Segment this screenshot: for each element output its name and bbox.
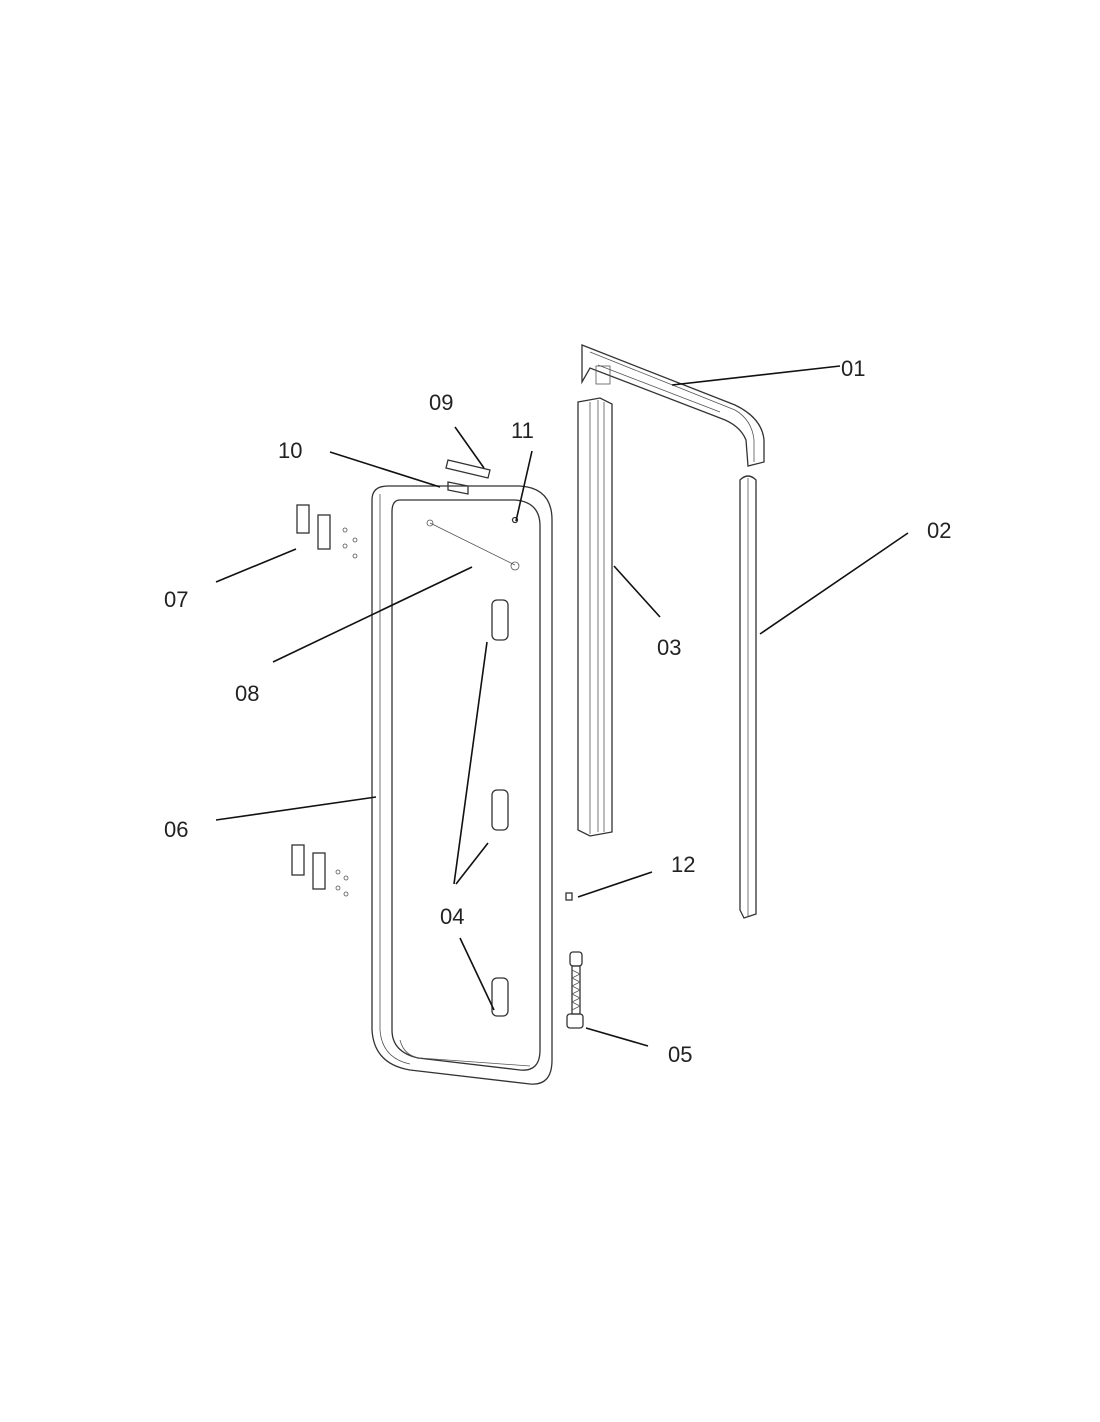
part-01-top-cover bbox=[581, 344, 765, 467]
label-04: 04 bbox=[440, 904, 464, 929]
label-12: 12 bbox=[671, 852, 695, 877]
part-12-plug bbox=[565, 892, 573, 901]
label-10: 10 bbox=[278, 438, 302, 463]
label-07: 07 bbox=[164, 587, 188, 612]
part-lower-hinge bbox=[291, 844, 349, 897]
label-03: 03 bbox=[657, 635, 681, 660]
part-10-clip bbox=[447, 481, 469, 495]
label-06: 06 bbox=[164, 817, 188, 842]
part-02-side-strip bbox=[739, 475, 757, 919]
part-03-side-rail bbox=[577, 397, 613, 837]
part-05-strap bbox=[566, 951, 584, 1029]
label-05: 05 bbox=[668, 1042, 692, 1067]
label-11: 11 bbox=[511, 418, 534, 443]
part-07-hinge bbox=[296, 504, 358, 559]
label-09: 09 bbox=[429, 390, 453, 415]
part-11-screw bbox=[511, 516, 519, 524]
label-08: 08 bbox=[235, 681, 259, 706]
leader-lines bbox=[215, 365, 909, 1047]
label-02: 02 bbox=[927, 518, 951, 543]
part-04-handles bbox=[491, 599, 509, 1017]
part-06-door-frame bbox=[371, 485, 553, 1085]
part-09-bracket bbox=[445, 459, 491, 479]
label-01: 01 bbox=[841, 356, 865, 381]
